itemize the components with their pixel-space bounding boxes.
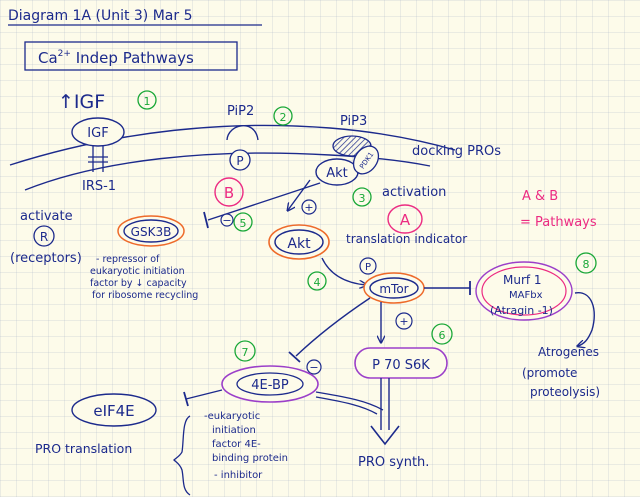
plus-sign-1: + [304,201,313,214]
p70s6k-outer [354,347,448,379]
mafbx-label: MAFbx [509,290,543,301]
pdk1-node [352,145,380,175]
fourebp-note: -eukaryotic initiation factor 4E- bindin… [204,411,291,481]
igf-node [71,117,125,147]
inhibit-line-4ebp [295,297,371,357]
phosphate-membrane-label: P [236,154,243,168]
plus-sign-2: + [399,315,408,328]
activation-label: activation [382,185,446,200]
eif4e-node [71,393,157,427]
proteolysis-label: proteolysis) [530,385,600,399]
inhibit-bar-eif4e [183,391,189,407]
step-3-number: 3 [359,192,366,205]
pip2-shape [226,124,259,141]
membrane-lower [24,152,431,191]
heading-text: Ca2+ Indep Pathways [38,49,194,67]
akt-label: Akt [287,236,311,252]
pathway-a-circle [387,204,423,234]
inhibit-line-eif4e [185,389,223,400]
pip3-label: PiP3 [340,114,367,129]
igf-label: IGF [87,126,108,141]
heading-box [24,41,238,71]
line-4ebp-to-synth-b [315,396,378,415]
minus-sign-2: − [309,361,318,374]
igf-increase-label: ↑IGF [58,91,105,113]
step-6-number: 6 [439,329,446,342]
plus-circle-2 [395,312,413,330]
pathways-label: = Pathways [520,215,597,230]
receptor-badge-circle [33,225,55,247]
fourebp-outer [221,365,319,403]
translation-indicator-label: translation indicator [346,232,467,246]
plus-circle-1 [301,199,317,215]
eif4e-label: eIF4E [93,402,134,420]
note-brace [173,415,191,496]
line-4ebp-to-synth-a [315,391,384,411]
akt-outer [268,224,330,260]
pro-synth-label: PRO synth. [358,455,429,470]
step-6-circle [431,323,453,345]
step-7-circle [234,340,256,362]
murf1-inner [481,266,567,316]
gsk3b-outer [117,215,185,247]
step-2-circle [273,106,293,126]
activate-label: activate [20,209,73,224]
step-2-number: 2 [280,111,287,124]
arrowhead-pro-synth [370,425,400,446]
gsk3b-node [123,219,179,243]
fourebp-label: 4E-BP [251,378,289,393]
akt-membrane-label: Akt [326,166,348,181]
step-4-number: 4 [314,276,321,289]
pip2-label: PiP2 [227,104,254,119]
step-5-circle [233,212,253,232]
inhibit-bar-4ebp [288,351,301,363]
ab-label: A & B [522,189,558,204]
docking-label: docking PROs [412,144,501,159]
inhibit-bar-gsk3b [203,211,209,229]
gsk3b-label: GSK3B [131,225,172,239]
p70s6k-label: P 70 S6K [372,358,430,373]
step-4-circle [307,271,327,291]
pathway-a-label: A [400,211,411,229]
step-3-circle [352,187,372,207]
atrogin-label: (Atragin -1) [490,304,553,317]
phosphate-akt [359,257,377,275]
minus-sign-1: − [222,214,231,227]
step-1-number: 1 [144,95,151,108]
arrow-akt-to-akt [288,179,311,210]
phosphate-membrane [229,149,251,171]
arrow-akt-to-mtor [321,257,366,285]
step-8-circle [575,252,597,274]
step-1-circle [137,90,157,110]
promote-label: (promote [522,366,577,380]
pathway-b-circle [214,177,244,207]
step-5-number: 5 [240,217,247,230]
receptors-label: (receptors) [10,251,82,266]
murf1-label: Murf 1 [503,273,542,287]
minus-circle-1 [220,213,234,227]
minus-circle-2 [306,359,322,375]
atrogenes-label: Atrogenes [538,345,599,359]
gsk3b-note: - repressor of eukaryotic initiation fac… [90,254,198,301]
brace-to-atrogenes [574,292,595,346]
receptor-badge-label: R [40,230,48,244]
mtor-node [369,277,419,299]
pathway-b-label: B [224,184,234,202]
mtor-label: mTor [379,282,408,296]
akt-node [274,229,324,255]
pro-translation-label: PRO translation [35,441,132,456]
fourebp-node [236,372,304,396]
diagram-title: Diagram 1A (Unit 3) Mar 5 [8,8,193,24]
irs1-label: IRS-1 [82,179,116,194]
murf1-outer [475,261,573,321]
step-7-number: 7 [242,346,249,359]
step-8-number: 8 [583,258,590,271]
phosphate-akt-label: P [365,262,371,273]
